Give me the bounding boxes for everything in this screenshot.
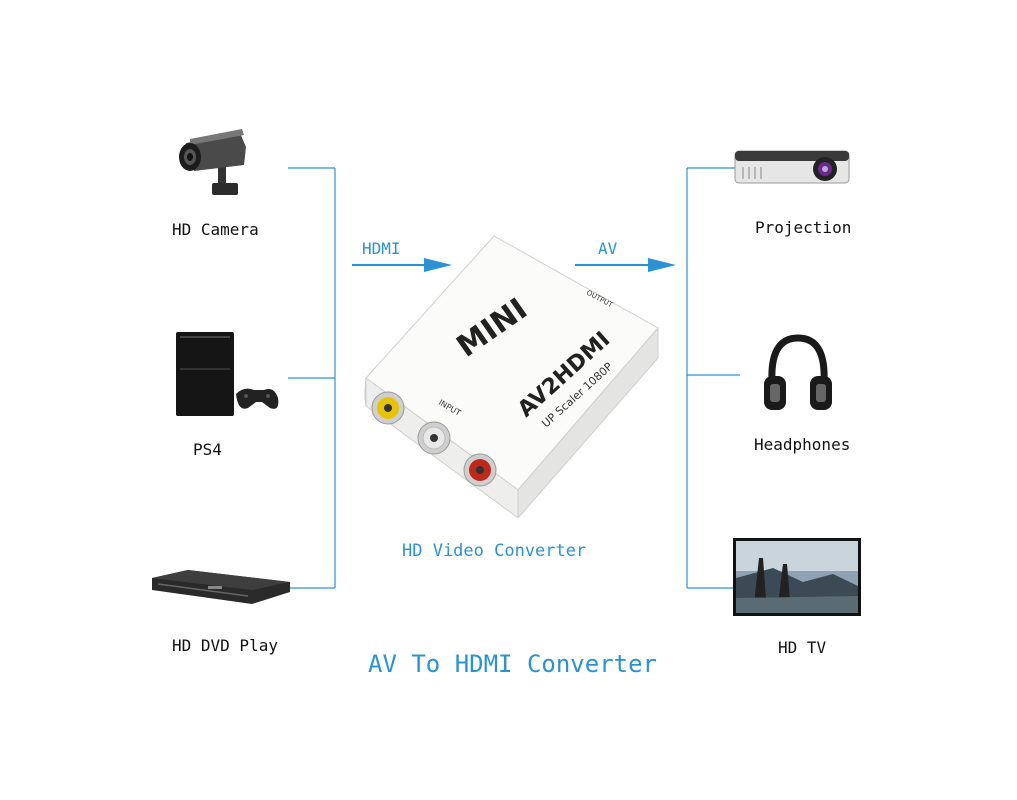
output-label-headphones: Headphones xyxy=(754,435,851,454)
source-label-ps4: PS4 xyxy=(193,440,222,459)
tv-icon xyxy=(733,538,861,616)
projector-icon xyxy=(734,150,850,184)
dvd-player-icon xyxy=(152,570,290,604)
source-label-hd-camera: HD Camera xyxy=(172,220,259,239)
converter-device: MINI AV2HDMI UP Scaler 1080P INPUT OUTPU… xyxy=(364,235,659,518)
rca-red-jack xyxy=(463,453,497,487)
hdmi-arrow-label: HDMI xyxy=(362,239,401,258)
diagram-title: AV To HDMI Converter xyxy=(368,650,657,678)
av-arrow xyxy=(575,258,676,272)
headphones-icon xyxy=(764,334,832,410)
cctv-camera-icon xyxy=(179,129,246,195)
rca-white-jack xyxy=(417,421,451,455)
converter-caption: HD Video Converter xyxy=(402,541,587,561)
rca-yellow-jack xyxy=(371,391,405,425)
hdmi-arrow xyxy=(352,258,452,272)
av-arrow-label: AV xyxy=(598,239,618,258)
output-label-hd-tv: HD TV xyxy=(778,638,827,657)
game-console-icon xyxy=(176,332,279,416)
source-label-hd-dvd-play: HD DVD Play xyxy=(172,636,278,655)
output-label-projection: Projection xyxy=(755,218,852,237)
